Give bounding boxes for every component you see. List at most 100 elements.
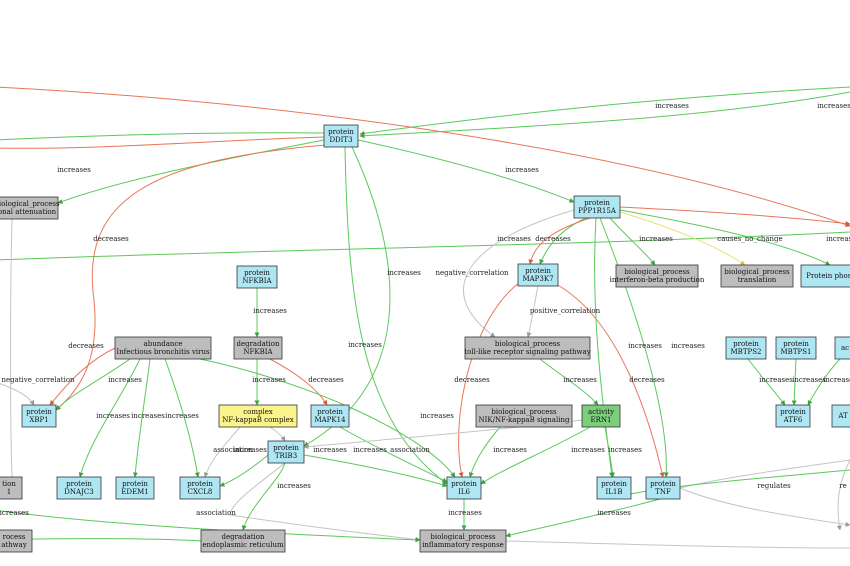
edge-label: increases — [387, 269, 421, 277]
node-box — [581, 404, 621, 428]
node-name-label: toll-like receptor signaling pathway — [464, 348, 590, 356]
edge-label: causes_no_change — [717, 235, 782, 243]
node-type-label: activity — [588, 408, 614, 416]
node-type-label: complex — [243, 408, 273, 416]
edge-label: increases — [493, 446, 527, 454]
node-type-label: protein — [525, 267, 551, 275]
edge-label: re — [839, 482, 847, 490]
edge-label: decreases — [68, 342, 104, 350]
edge-label: increases — [817, 102, 850, 110]
edge-label: regulates — [757, 482, 791, 490]
node-box — [115, 476, 155, 500]
node-box — [725, 336, 767, 360]
node-box — [517, 263, 559, 287]
node-name-label: IL1B — [605, 488, 622, 496]
edge-tlr-ern1 — [539, 358, 599, 406]
edge-mbtps1-atf6 — [791, 358, 797, 406]
edge-label: decreases — [454, 376, 490, 384]
node-name-label: interferon-beta production — [610, 276, 705, 284]
connector-line — [0, 132, 325, 141]
edge-label: decreases — [93, 235, 129, 243]
node-box — [179, 476, 221, 500]
node-type-label: protein — [273, 444, 299, 452]
edge-left-negcorr — [0, 383, 35, 406]
edge-ddit3-xbp1 — [55, 144, 327, 411]
node-name-label: TNF — [655, 488, 671, 496]
node-box — [615, 264, 699, 288]
node-box — [720, 264, 794, 288]
edge-label: increases — [448, 509, 482, 517]
node-type-label: protein — [601, 480, 627, 488]
node-box — [834, 336, 850, 360]
node-name-label: inflammatory response — [422, 541, 504, 549]
node-name-label: ERN1 — [591, 416, 612, 424]
node-ac-edge[interactable]: ac — [834, 336, 850, 360]
edge-label: increases — [0, 509, 29, 517]
edge-label: increases — [420, 412, 454, 420]
node-name-label: DDIT3 — [329, 136, 352, 144]
edge-ddit3-trib3 — [303, 146, 391, 447]
edge-ibv-xbp1 — [55, 358, 131, 411]
edge-label: increases — [597, 509, 631, 517]
node-box — [114, 336, 212, 360]
node-box — [267, 440, 305, 464]
edge-label: increases — [131, 412, 165, 420]
edge-label: increases — [353, 446, 387, 454]
node-box — [475, 404, 573, 428]
node-name-label: Infectious bronchitis virus — [116, 348, 210, 356]
edge-regulates — [679, 487, 850, 527]
edge-ddit3-il6 — [344, 146, 448, 485]
edge-mbtps2-atf6 — [747, 358, 786, 406]
node-type-label: rocess — [3, 533, 26, 541]
node-name-label: athway — [1, 541, 27, 549]
edge-label: negative_correlation — [435, 269, 509, 277]
edge-label: decreases — [629, 376, 665, 384]
edge-label: increases — [792, 376, 826, 384]
node-name-label: NIK/NF-kappaB signaling — [479, 416, 570, 424]
edge-top-red — [0, 86, 850, 227]
node-at-edge[interactable]: AT — [831, 404, 850, 428]
node-type-label: protein — [317, 408, 343, 416]
edge-map3k7-tnf — [555, 283, 665, 478]
edge-ern1-il6 — [480, 426, 591, 485]
node-type-label: biological_process — [624, 268, 690, 276]
edge-top-green-b — [359, 91, 850, 139]
edge-label: positive_correlation — [530, 307, 601, 315]
edge-label: increases — [108, 376, 142, 384]
node-type-label: biological_process — [495, 340, 561, 348]
node-box — [775, 404, 811, 428]
edge-mapk14-il6 — [339, 426, 448, 483]
connector-line — [0, 136, 325, 149]
